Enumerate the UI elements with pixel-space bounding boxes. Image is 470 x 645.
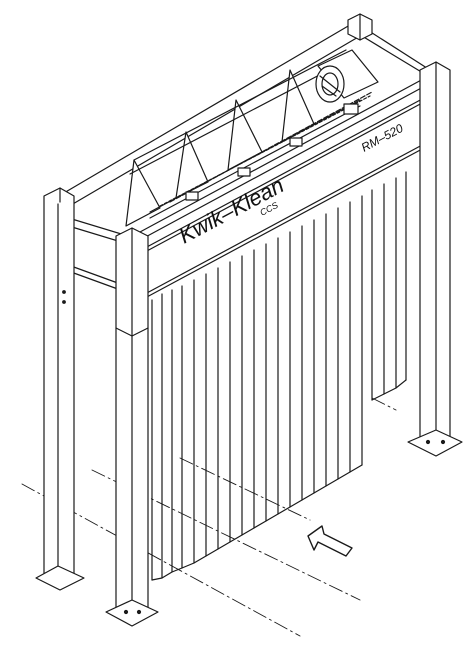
drive-mechanism: [125, 49, 373, 227]
motor: [315, 49, 379, 103]
arrow-icon: [307, 525, 353, 557]
front-right-post: [105, 227, 159, 627]
ground-centerlines: [21, 397, 397, 637]
bristle-curtain: [151, 171, 407, 581]
front-left-post: [35, 187, 85, 591]
top-frame: [51, 21, 431, 293]
front-header-panel: [144, 97, 425, 299]
rear-left-post: [347, 13, 373, 41]
rear-right-post: [407, 61, 463, 457]
